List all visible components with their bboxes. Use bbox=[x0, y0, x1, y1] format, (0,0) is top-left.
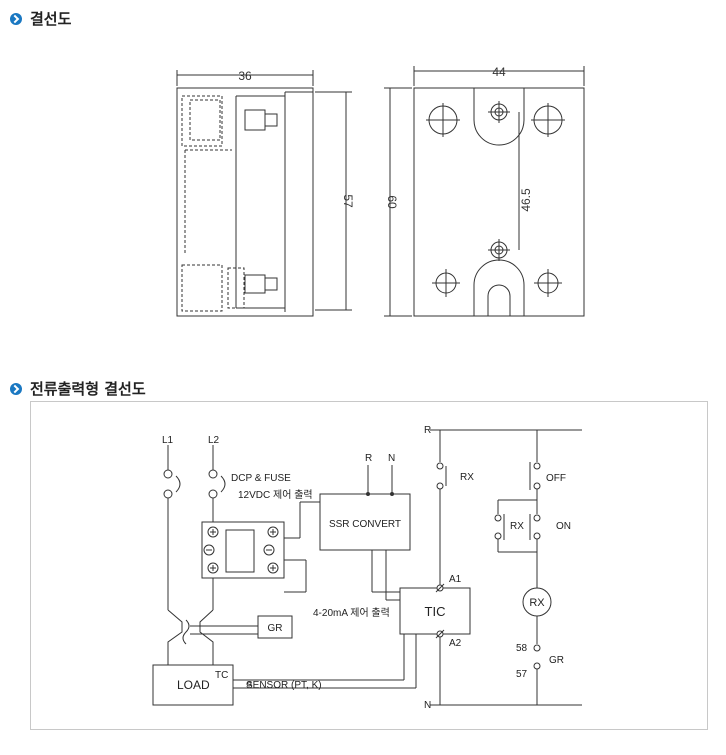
label-terminal-57: 57 bbox=[516, 669, 528, 680]
wiring-diagram-frame bbox=[30, 401, 708, 730]
label-l1: L1 bbox=[162, 435, 174, 446]
dim-side-height: 57 bbox=[341, 194, 355, 208]
label-off: OFF bbox=[546, 473, 566, 484]
rx-coil-label: RX bbox=[529, 597, 545, 609]
label-12vdc-control: 12VDC 제어 출력 bbox=[238, 489, 313, 501]
gr-box-label: GR bbox=[268, 623, 283, 634]
section-title: 결선도 bbox=[30, 10, 72, 28]
side-view bbox=[176, 70, 352, 317]
label-n-top: N bbox=[388, 453, 395, 464]
label-sensor: SENSOR (PT, K) bbox=[246, 680, 322, 691]
front-view bbox=[384, 66, 585, 317]
section-title: 전류출력형 결선도 bbox=[30, 380, 146, 398]
dim-hole-spacing: 46.5 bbox=[519, 188, 533, 212]
dim-front-width: 44 bbox=[492, 65, 506, 79]
chevron-right-icon bbox=[10, 12, 22, 25]
tic-label: TIC bbox=[425, 604, 446, 619]
label-l2: L2 bbox=[208, 435, 220, 446]
label-dcp-fuse: DCP & FUSE bbox=[231, 473, 291, 484]
label-n-rail: N bbox=[424, 700, 431, 711]
label-rx-hold: RX bbox=[510, 521, 524, 532]
label-a2: A2 bbox=[449, 638, 462, 649]
label-4-20ma-control: 4-20mA 제어 출력 bbox=[313, 607, 390, 619]
section-heading-wiring: 결선도 bbox=[10, 8, 71, 29]
label-a1: A1 bbox=[449, 574, 462, 585]
dimension-drawing: 36 57 44 60 46.5 bbox=[176, 65, 585, 317]
dim-side-width: 36 bbox=[238, 69, 252, 83]
dim-front-height: 60 bbox=[385, 195, 399, 209]
section-heading-current-output: 전류출력형 결선도 bbox=[10, 378, 146, 399]
label-r-rail: R bbox=[424, 425, 431, 436]
load-label: LOAD bbox=[177, 678, 210, 692]
label-r-top: R bbox=[365, 453, 372, 464]
label-tc: TC bbox=[215, 670, 228, 681]
label-on: ON bbox=[556, 521, 571, 532]
label-rx-contact: RX bbox=[460, 472, 474, 483]
label-terminal-58: 58 bbox=[516, 643, 528, 654]
chevron-right-icon bbox=[10, 382, 22, 395]
label-gr-contact: GR bbox=[549, 655, 564, 666]
ssr-convert-label: SSR CONVERT bbox=[329, 519, 401, 530]
